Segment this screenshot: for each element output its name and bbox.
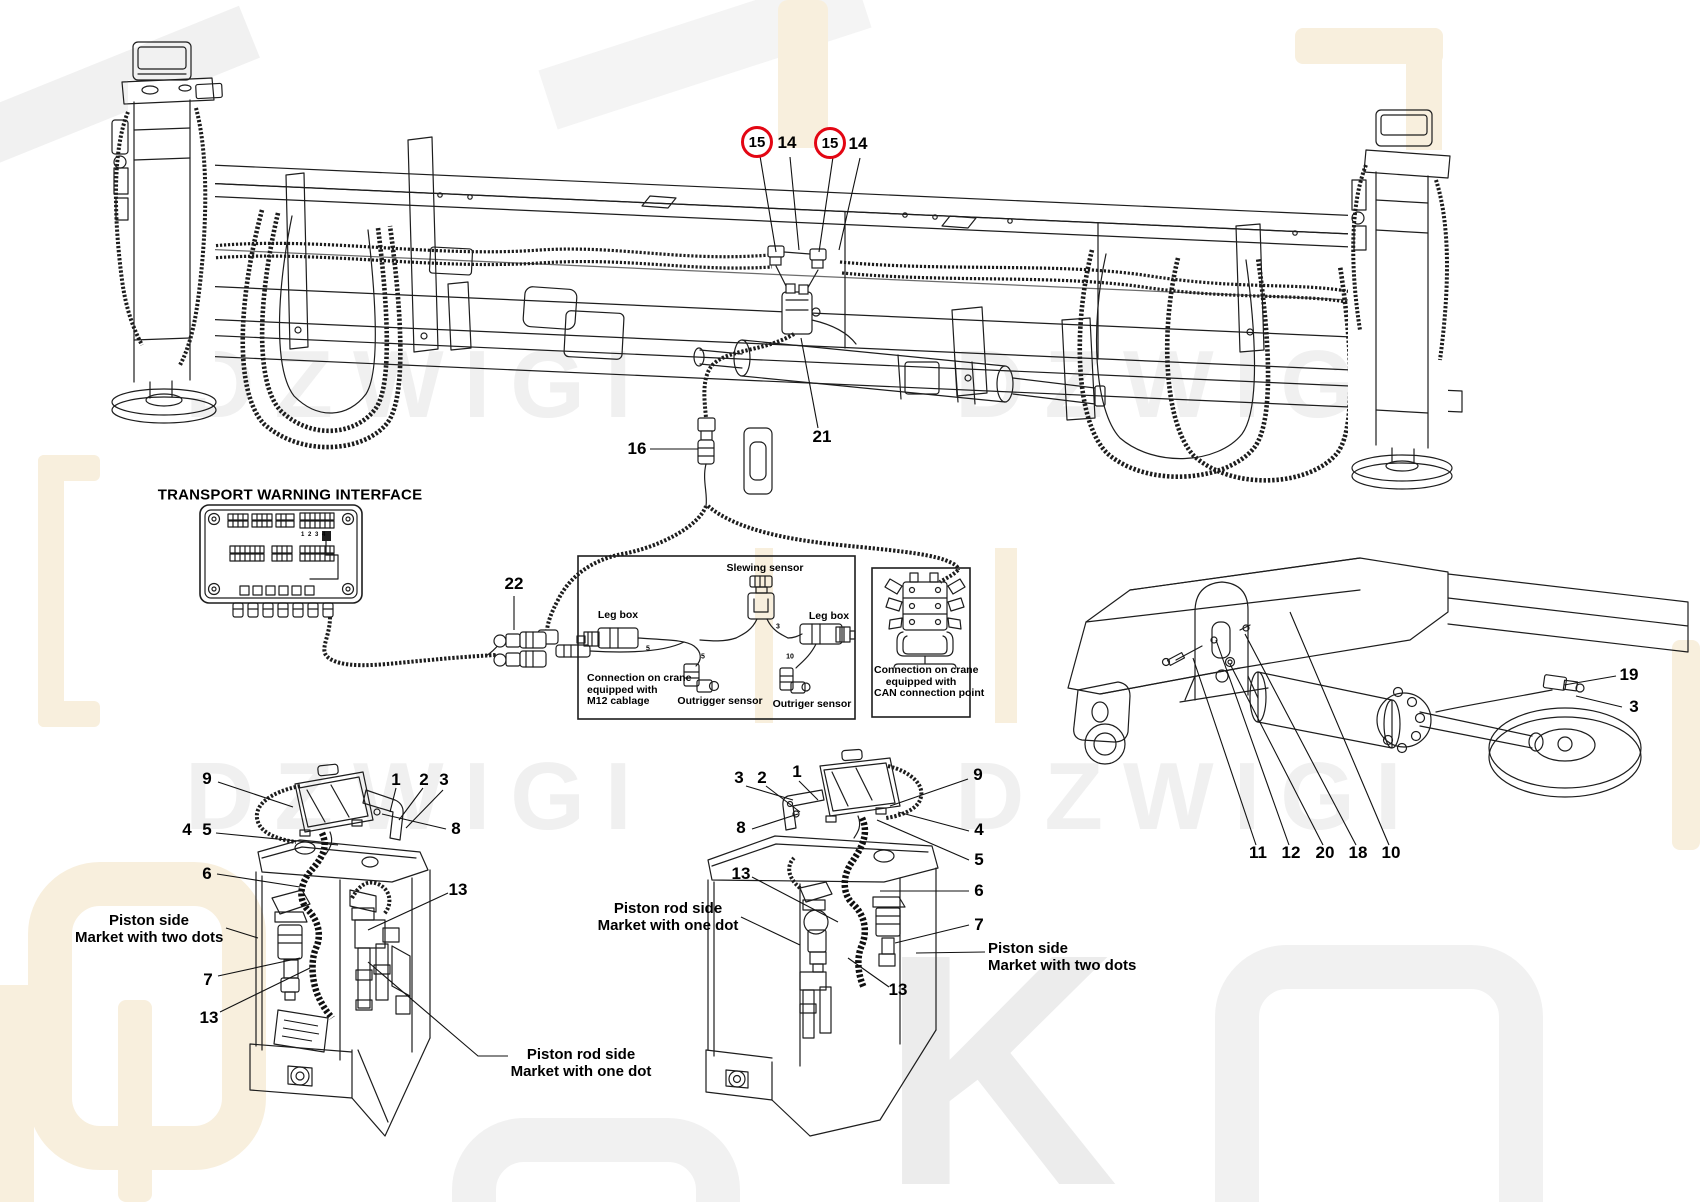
piston-rod-line2: Market with one dot: [510, 1063, 652, 1081]
watermark-bracket: [38, 455, 100, 481]
cable-mark: 10: [786, 653, 794, 661]
callout-8: 8: [736, 818, 746, 837]
left-outrigger-leg: [111, 41, 223, 424]
m12-note-line2: equipped with: [587, 683, 658, 696]
callout-19: 19: [1619, 665, 1639, 684]
callout-11: 11: [1249, 843, 1267, 862]
piston-rod-side-annotation-left: Piston rod side Market with one dot: [510, 1046, 652, 1081]
outrigger-beam-assembly: [177, 136, 1463, 645]
callout-18: 18: [1348, 843, 1368, 862]
piston-side-annotation-middle: Piston side Market with two dots: [988, 940, 1136, 975]
interface-pin-numbers: 1 2 3 4: [301, 532, 327, 538]
cable-mark: 3: [776, 623, 780, 631]
piston-side-annotation-left: Piston side Market with two dots: [75, 912, 223, 947]
callout-5: 5: [974, 850, 984, 869]
piston-rod-line1: Piston rod side: [613, 900, 723, 917]
slewing-sensor-label: Slewing sensor: [726, 562, 804, 574]
can-note-line1: Connection on crane: [874, 664, 979, 676]
callout-6: 6: [202, 864, 212, 883]
watermark-bar: [995, 548, 1017, 723]
horizontal-cylinder: [693, 339, 1106, 407]
callout-1: 1: [792, 762, 802, 781]
watermark-bracket: [38, 455, 64, 727]
watermark-dzwigi: DZWIGI: [955, 743, 1422, 850]
callout-14: 14: [777, 133, 797, 152]
piston-side-line2: Market with two dots: [75, 929, 224, 947]
callout-22: 22: [504, 574, 524, 593]
watermark-bracket: [118, 1000, 152, 1202]
callout-5: 5: [202, 820, 212, 839]
leg-box-right-label: Leg box: [808, 610, 850, 622]
callout-13: 13: [199, 1008, 219, 1027]
m12-connectors: [493, 631, 685, 668]
callout-2: 2: [757, 768, 767, 787]
watermark-bracket: [38, 701, 100, 727]
callout-13: 13: [888, 980, 908, 999]
watermark-bar: [755, 548, 773, 723]
callout-6: 6: [974, 881, 984, 900]
harness-diagram-box: [576, 555, 856, 720]
watermark-bar: [1672, 640, 1700, 850]
right-outrigger-leg: [1348, 109, 1453, 490]
callout-3: 3: [734, 768, 744, 787]
callout-2: 2: [419, 770, 429, 789]
connector-16: [697, 417, 716, 507]
outrigger-sensor-left-label: Outrigger sensor: [677, 695, 763, 707]
piston-side-line1: Piston side: [988, 940, 1069, 957]
cylinder-detail-left: [249, 763, 431, 1137]
callout-4: 4: [974, 820, 984, 839]
watermark-ring: [1215, 945, 1543, 1202]
watermark-dzwigi: DZWIGI: [185, 331, 652, 438]
outrigger-sensor-right-label: Outriger sensor: [772, 698, 852, 710]
callout-7: 7: [203, 970, 213, 989]
callout-3: 3: [439, 770, 449, 789]
callout-12: 12: [1281, 843, 1301, 862]
watermark-k: K: [880, 885, 1119, 1202]
callout-13: 13: [731, 864, 751, 883]
callout-4: 4: [182, 820, 192, 839]
piston-rod-line1: Piston rod side: [526, 1046, 636, 1063]
center-junction: [702, 245, 857, 419]
leader-lines: [215, 155, 1623, 1057]
callout-13: 13: [448, 880, 468, 899]
can-note-line3: CAN connection point: [874, 687, 985, 700]
callout-8: 8: [451, 819, 461, 838]
watermark-bracket: [0, 985, 34, 1202]
callout-1: 1: [391, 770, 401, 789]
callout-9: 9: [202, 769, 212, 788]
callout-15-circled: 15: [741, 126, 773, 158]
piston-rod-line2: Market with one dot: [597, 917, 739, 935]
watermark-dzwigi: DZWIGI: [185, 743, 652, 850]
m12-note-line1: Connection on crane: [587, 672, 692, 684]
m12-note-line3: M12 cablage: [587, 695, 650, 708]
callout-10: 10: [1381, 843, 1401, 862]
piston-side-line2: Market with two dots: [988, 957, 1137, 975]
callout-3: 3: [1629, 697, 1639, 716]
cylinder-detail-middle: [705, 748, 939, 1137]
callout-16: 16: [627, 439, 647, 458]
leg-box-left-label: Leg box: [597, 609, 639, 621]
m12-connection-note: Connection on crane equipped with M12 ca…: [587, 672, 692, 708]
watermark-bar: [778, 0, 828, 148]
callout-7: 7: [974, 915, 984, 934]
callout-15-circled: 15: [814, 127, 846, 159]
cable-mark: 5: [701, 653, 705, 661]
piston-side-line1: Piston side: [108, 912, 190, 929]
can-note-line2: equipped with: [885, 675, 957, 688]
can-connection-note: Connection on crane equipped with CAN co…: [874, 664, 985, 700]
cable-mark: 5: [646, 645, 650, 653]
callout-14: 14: [848, 134, 868, 153]
callout-21: 21: [812, 427, 832, 446]
can-diagram-box: [871, 567, 971, 718]
transport-warning-interface-drawing: [199, 504, 685, 668]
callout-9: 9: [973, 765, 983, 784]
piston-rod-side-annotation-middle: Piston rod side Market with one dot: [597, 900, 739, 935]
callout-20: 20: [1315, 843, 1335, 862]
watermark-ring: [28, 862, 266, 1170]
transport-warning-interface-title: TRANSPORT WARNING INTERFACE: [157, 486, 423, 504]
beam-end-detail-view: [1067, 557, 1689, 798]
